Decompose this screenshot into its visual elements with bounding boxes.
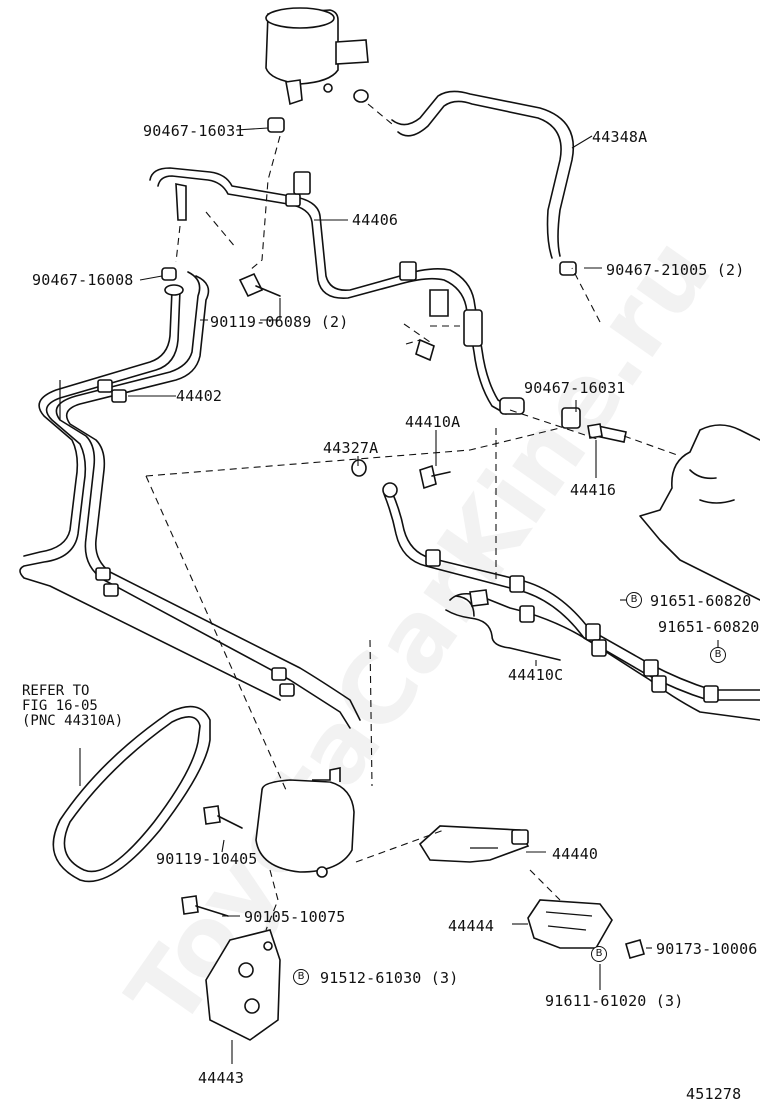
bracket-44444 <box>527 899 613 949</box>
label-44348A: 44348A <box>592 128 648 146</box>
clip-90173-10006 <box>625 939 645 959</box>
label-44410C: 44410C <box>508 666 564 684</box>
clip-90467-16008 <box>161 267 177 281</box>
pipe-44410 <box>351 459 760 721</box>
clip-90467-21005 <box>559 261 577 276</box>
reservoir-tank <box>265 7 369 106</box>
label-90105-10075: 90105-10075 <box>244 908 346 926</box>
label-90173-10006: 90173-10006 <box>656 940 758 958</box>
dashed-guides <box>145 135 601 931</box>
label-44440: 44440 <box>552 845 599 863</box>
bolt-type-badge: B <box>591 946 607 962</box>
steering-gear <box>595 424 760 601</box>
label-90467-16031-mid: 90467-16031 <box>524 379 626 397</box>
diagram-id: 451278 <box>686 1085 742 1103</box>
label-44406: 44406 <box>352 211 399 229</box>
bracket-44443 <box>205 929 281 1041</box>
label-90467-16031-top: 90467-16031 <box>143 122 245 140</box>
bracket-44440 <box>418 825 530 863</box>
label-44444: 44444 <box>448 917 495 935</box>
refer-note: REFER TO FIG 16-05 (PNC 44310A) <box>22 683 124 729</box>
leader-lines <box>79 127 719 1064</box>
label-44443: 44443 <box>198 1069 245 1087</box>
label-44402: 44402 <box>176 387 223 405</box>
label-91512-61030: 91512-61030 (3) <box>320 969 459 987</box>
bolt-type-badge: B <box>626 592 642 608</box>
label-90119-10405: 90119-10405 <box>156 850 258 868</box>
label-91651-60820-a: 91651-60820 <box>650 592 752 610</box>
pipe-44402 <box>19 271 361 729</box>
bolt-type-badge: B <box>293 969 309 985</box>
bolt-type-badge: B <box>710 647 726 663</box>
clip-90467-16031-top <box>267 117 285 133</box>
label-44410A: 44410A <box>405 413 461 431</box>
hose-44348A <box>353 89 574 259</box>
bolts <box>181 272 603 917</box>
label-90119-06089: 90119-06089 (2) <box>210 313 349 331</box>
label-91611-61020: 91611-61020 (3) <box>545 992 684 1010</box>
label-90467-16008: 90467-16008 <box>32 271 134 289</box>
label-90467-21005: 90467-21005 (2) <box>606 261 745 279</box>
label-91651-60820-b: 91651-60820 <box>658 618 760 636</box>
drive-belt <box>52 705 211 883</box>
clip-90467-16031-mid <box>561 407 581 429</box>
label-44327A: 44327A <box>323 439 379 457</box>
power-steering-pump <box>255 767 355 878</box>
label-44416: 44416 <box>570 481 617 499</box>
pipe-44406 <box>149 167 525 415</box>
